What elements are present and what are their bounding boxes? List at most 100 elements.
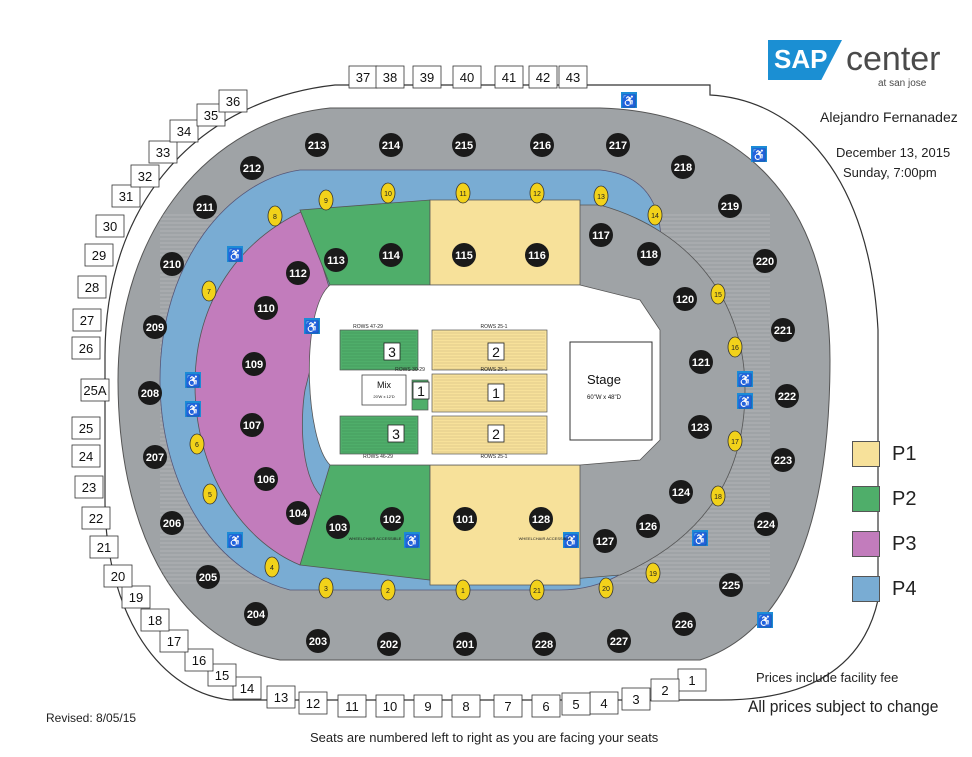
section-206-dot xyxy=(160,511,184,535)
section-221-dot xyxy=(771,318,795,342)
suite-label: 20 xyxy=(111,569,125,584)
wheelchair-icon-glyph: ♿ xyxy=(228,248,243,262)
legend-label: P2 xyxy=(892,487,917,510)
section-217-dot xyxy=(606,133,630,157)
seating-note: Seats are numbered left to right as you … xyxy=(310,730,659,745)
suite-label: 31 xyxy=(119,189,133,204)
vomitory-label: 16 xyxy=(731,345,739,352)
vomitory-tag xyxy=(380,579,396,601)
wheelchair-icon xyxy=(185,372,201,388)
suite-box xyxy=(650,678,680,702)
suite-box xyxy=(232,676,262,700)
vomitory-tag xyxy=(647,204,663,226)
section-110-dot xyxy=(254,296,278,320)
section-203: 203 xyxy=(309,636,327,648)
wheelchair-icon xyxy=(692,530,708,546)
vomitory-tag xyxy=(727,336,743,358)
vomitory-tag xyxy=(710,283,726,305)
section-114-dot xyxy=(379,243,403,267)
suite-box xyxy=(84,243,114,267)
section-212: 212 xyxy=(243,163,261,175)
vomitory-tag xyxy=(189,433,205,455)
vomitory-label: 5 xyxy=(208,492,212,499)
vomitory-label: 15 xyxy=(714,292,722,299)
section-226-dot xyxy=(672,612,696,636)
section-210-dot xyxy=(160,252,184,276)
section-116-dot xyxy=(525,243,549,267)
suite-box xyxy=(103,564,133,588)
vomitory-label: 1 xyxy=(461,588,465,595)
suite-label: 23 xyxy=(82,480,96,495)
section-203-dot xyxy=(306,629,330,653)
section-217: 217 xyxy=(609,140,627,152)
suite-label: 16 xyxy=(192,653,206,668)
section-205: 205 xyxy=(199,572,217,584)
section-106-dot xyxy=(254,467,278,491)
suite-box xyxy=(184,648,214,672)
vomitory-tag xyxy=(645,562,661,584)
suite-label: 2 xyxy=(661,683,668,698)
suite-label: 19 xyxy=(129,590,143,605)
suite-box xyxy=(77,275,107,299)
section-212-dot xyxy=(240,156,264,180)
suite-box xyxy=(74,475,104,499)
suite-label: 39 xyxy=(420,70,434,85)
section-109-dot xyxy=(242,352,266,376)
section-220: 220 xyxy=(756,256,774,268)
suite-label: 29 xyxy=(92,248,106,263)
wheelchair-icon-glyph: ♿ xyxy=(405,534,420,548)
suite-label: 1 xyxy=(688,673,695,688)
section-126-dot xyxy=(636,514,660,538)
section-116: 116 xyxy=(528,250,546,262)
section-224-dot xyxy=(754,512,778,536)
section-211-dot xyxy=(193,195,217,219)
mix-sub: 20'W x 12'D xyxy=(373,394,394,399)
section-228-dot xyxy=(532,632,556,656)
suite-label: 26 xyxy=(79,341,93,356)
vomitory-tag xyxy=(455,579,471,601)
wheelchair-icon xyxy=(227,246,243,262)
section-228: 228 xyxy=(535,639,553,651)
section-113-dot xyxy=(324,248,348,272)
section-216-dot xyxy=(530,133,554,157)
section-123-dot xyxy=(688,415,712,439)
suite-label: 33 xyxy=(156,145,170,160)
section-115: 115 xyxy=(455,250,473,262)
event-date: December 13, 2015 xyxy=(836,145,951,160)
vomitory-label: 2 xyxy=(386,588,390,595)
suite-box xyxy=(71,444,101,468)
suite-box xyxy=(337,694,367,718)
vomitory-tag xyxy=(727,430,743,452)
section-204: 204 xyxy=(247,609,266,621)
section-215-dot xyxy=(452,133,476,157)
section-225-dot xyxy=(719,573,743,597)
suite-box xyxy=(452,65,482,89)
vomitory-label: 11 xyxy=(459,191,466,198)
suite-label: 5 xyxy=(572,697,579,712)
suite-box xyxy=(298,691,328,715)
p1-upper-block xyxy=(429,199,581,286)
vomitory-label: 6 xyxy=(195,442,199,449)
floor-section-label: 1 xyxy=(492,385,500,401)
section-218-dot xyxy=(671,155,695,179)
floor-label-box xyxy=(487,383,505,402)
section-207: 207 xyxy=(146,452,164,464)
section-117: 117 xyxy=(592,230,610,242)
section-113: 113 xyxy=(327,255,345,267)
floor-rows-label: ROWS 25-1 xyxy=(481,324,508,330)
section-220-dot xyxy=(753,249,777,273)
suite-box xyxy=(451,694,481,718)
suite-label: 17 xyxy=(167,634,181,649)
section-207-dot xyxy=(143,445,167,469)
suite-label: 25A xyxy=(83,383,106,398)
wheelchair-icon xyxy=(737,371,753,387)
suite-box xyxy=(95,214,125,238)
suite-box xyxy=(218,89,248,113)
floor-rows-label: ROWS 25-1 xyxy=(481,454,508,460)
wheelchair-icon xyxy=(404,532,420,548)
vomitory-tag xyxy=(202,483,218,505)
wheelchair-icon-glyph: ♿ xyxy=(186,403,201,417)
vomitory-tag xyxy=(267,205,283,227)
suite-box xyxy=(531,694,561,718)
